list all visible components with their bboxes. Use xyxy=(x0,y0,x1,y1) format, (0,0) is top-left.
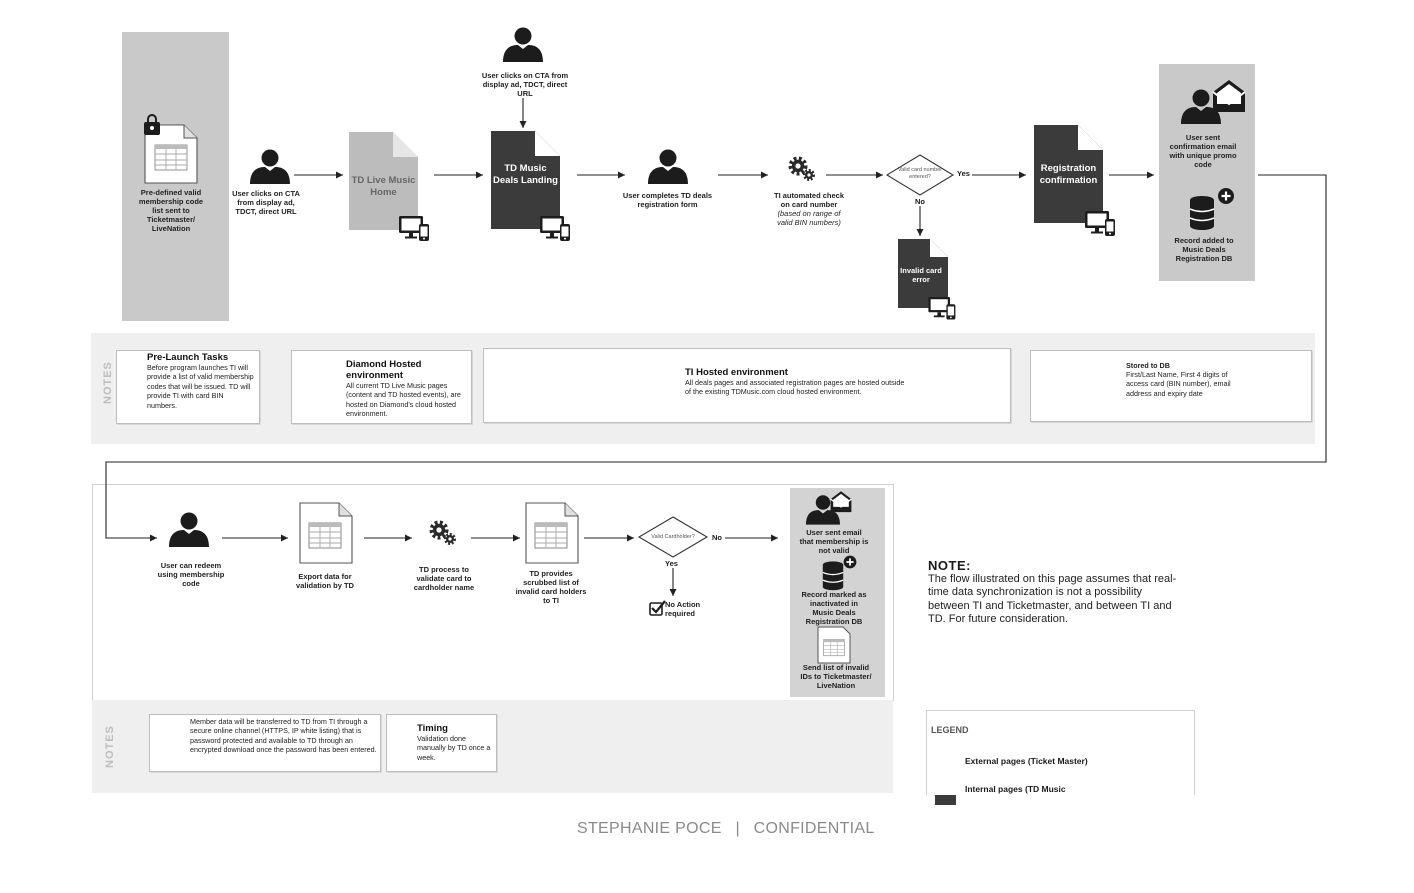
live-music-home-title: TD Live Music Home xyxy=(351,175,416,198)
big-note-body: The flow illustrated on this page assume… xyxy=(928,573,1177,626)
ti-check-label: TI automated check on card number (based… xyxy=(772,191,846,227)
td-process-label: TD process to validate card to cardholde… xyxy=(413,565,475,592)
valid-cardholder-question-text: Valid Cardholder? xyxy=(651,534,695,540)
legend-title: LEGEND xyxy=(931,725,969,735)
td-provides-label: TD provides scrubbed list of invalid car… xyxy=(515,569,587,605)
diamond-title: Diamond Hosted environment xyxy=(346,359,422,381)
envelope-icon-invalid xyxy=(829,490,853,513)
transfer-note-box xyxy=(149,714,381,772)
ti-check-sub-text: (based on range of valid BIN numbers) xyxy=(777,209,841,227)
prelaunch-note-box xyxy=(116,350,260,424)
transfer-body: Member data will be transferred to TD fr… xyxy=(190,717,377,755)
diamond-note-box xyxy=(291,350,472,424)
database-icon-invalid xyxy=(822,560,844,591)
lock-badge-icon xyxy=(144,114,160,135)
legend-external-label: External pages (Ticket Master) xyxy=(965,756,1088,766)
prelaunch-title: Pre-Launch Tasks xyxy=(147,352,229,363)
big-note-heading: NOTE: xyxy=(928,558,971,573)
send-list-label: Send list of invalid IDs to Ticketmaster… xyxy=(800,663,872,690)
user-completes-form-label: User completes TD deals registration for… xyxy=(622,191,713,209)
valid-cardholder-yes-label: Yes xyxy=(665,559,678,568)
music-deals-landing-page-shape xyxy=(491,131,560,229)
valid-cardholder-decision-diamond xyxy=(637,516,709,558)
plus-badge-icon-invalid xyxy=(842,554,858,570)
checkbox-icon xyxy=(649,600,666,616)
user-clicks-cta-left-label: User clicks on CTA from display ad, TDCT… xyxy=(232,189,300,216)
footer-separator: | xyxy=(735,820,740,837)
devices-icon-landing xyxy=(540,216,570,241)
email-not-valid-label: User sent email that membership is not v… xyxy=(799,528,869,555)
registration-confirmation-title: Registration confirmation xyxy=(1039,163,1098,186)
stored-db-title: Stored to DB xyxy=(1126,361,1170,370)
timing-title: Timing xyxy=(417,723,448,734)
ti-check-main-text: TI automated check on card number xyxy=(773,191,845,209)
record-added-label: Record added to Music Deals Registration… xyxy=(1174,236,1234,263)
notes-bottom-side-label: NOTES xyxy=(104,725,116,768)
valid-card-decision-diamond xyxy=(885,154,955,196)
envelope-icon xyxy=(1212,79,1246,113)
diamond-body: All current TD Live Music pages (content… xyxy=(346,381,461,419)
user-person-icon-redeem xyxy=(169,512,209,547)
user-person-icon xyxy=(250,149,290,184)
legend-box: LEGEND External pages (Ticket Master) In… xyxy=(926,710,1195,795)
footer-confidential: CONFIDENTIAL xyxy=(753,820,875,837)
footer-author: STEPHANIE POCE xyxy=(577,820,722,837)
bottom-section-frame xyxy=(92,484,894,701)
ti-hosted-body: All deals pages and associated registrat… xyxy=(685,378,905,397)
music-deals-landing-title: TD Music Deals Landing xyxy=(493,163,558,186)
legend-internal-label: Internal pages (TD Music xyxy=(965,784,1066,794)
record-inactivated-label: Record marked as inactivated in Music De… xyxy=(801,590,867,626)
user-person-icon-top xyxy=(503,27,543,62)
timing-note-box xyxy=(386,714,497,772)
confirmation-email-label: User sent confirmation email with unique… xyxy=(1169,133,1237,169)
user-clicks-cta-top-label: User clicks on CTA from display ad, TDCT… xyxy=(481,71,569,98)
ti-hosted-note-box xyxy=(483,348,1011,423)
invalid-card-error-page-shape xyxy=(898,239,948,308)
valid-card-yes-label: Yes xyxy=(957,169,970,178)
gears-icon xyxy=(791,159,813,179)
gears-icon-td-process xyxy=(432,523,454,543)
footer: STEPHANIE POCE | CONFIDENTIAL xyxy=(577,820,875,838)
export-data-label: Export data for validation by TD xyxy=(296,572,354,590)
stored-db-note-box xyxy=(1030,350,1312,422)
database-icon xyxy=(1189,195,1215,231)
pre-defined-codes-label: Pre-defined valid membership code list s… xyxy=(138,188,204,233)
devices-icon-error xyxy=(928,297,956,320)
valid-card-question-text: Valid card number entered? xyxy=(897,167,943,180)
devices-icon xyxy=(399,216,429,241)
stored-db-body: First/Last Name, First 4 digits of acces… xyxy=(1126,370,1231,398)
valid-card-no-label: No xyxy=(915,197,925,206)
ti-hosted-title: TI Hosted environment xyxy=(685,367,788,378)
timing-body: Validation done manually by TD once a we… xyxy=(417,734,491,762)
live-music-home-page-shape xyxy=(349,132,418,230)
prelaunch-body: Before program launches TI will provide … xyxy=(147,363,254,410)
invalid-card-error-title: Invalid card error xyxy=(900,266,942,284)
plus-badge-icon xyxy=(1216,186,1236,206)
registration-confirmation-page-shape xyxy=(1034,125,1103,223)
send-list-document-icon xyxy=(817,626,851,664)
no-action-label: No Action required xyxy=(665,600,701,618)
scrubbed-list-document-icon xyxy=(525,502,579,564)
user-redeem-label: User can redeem using membership code xyxy=(157,561,225,588)
notes-top-side-label: NOTES xyxy=(102,361,114,404)
devices-icon-confirmation xyxy=(1085,211,1115,236)
valid-cardholder-no-label: No xyxy=(712,533,722,542)
spreadsheet-document-icon xyxy=(144,124,198,184)
user-person-icon-form xyxy=(648,149,688,184)
export-data-document-icon xyxy=(299,502,353,564)
